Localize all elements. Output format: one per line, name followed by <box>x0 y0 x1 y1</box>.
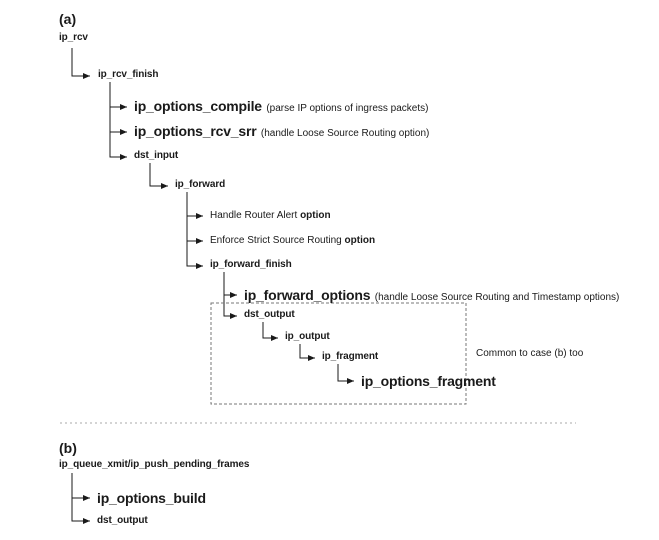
ip-forward-options-row: ip_forward_options (handle Loose Source … <box>244 288 619 304</box>
connector-ip-output <box>262 322 278 341</box>
ip-queue-xmit-label: ip_queue_xmit/ip_push_pending_frames <box>59 459 250 470</box>
connector-dst-output-b <box>71 498 90 524</box>
router-alert-keyword: option <box>300 210 331 221</box>
connector-ip-fragment <box>299 344 315 361</box>
connector-ip-forward-options <box>223 272 237 298</box>
ip-forward-options-note: (handle Loose Source Routing and Timesta… <box>374 292 620 303</box>
router-alert-text: Handle Router Alert <box>210 210 298 221</box>
ip-fragment-label: ip_fragment <box>322 351 379 362</box>
common-path-box <box>210 302 467 405</box>
ip-options-rcv-srr-note: (handle Loose Source Routing option) <box>260 128 430 139</box>
connector-ip-options-rcv-srr <box>109 107 127 135</box>
ip-forward-label: ip_forward <box>175 179 226 190</box>
ip-options-build-label: ip_options_build <box>97 490 206 506</box>
common-to-case-b-note: Common to case (b) too <box>476 348 584 359</box>
ip-options-rcv-srr-label: ip_options_rcv_srr <box>134 123 257 139</box>
connector-ip-forward <box>149 163 168 189</box>
connector-dst-output-a <box>223 295 237 319</box>
dst-input-label: dst_input <box>134 150 179 161</box>
ip-options-fragment-label: ip_options_fragment <box>361 373 496 389</box>
connector-dst-input <box>109 132 127 160</box>
ip-options-compile-label: ip_options_compile <box>134 98 262 114</box>
connector-ip-options-fragment <box>337 364 354 384</box>
dst-output-label-b: dst_output <box>97 515 148 526</box>
strict-srr-row: Enforce Strict Source Routing option <box>210 236 375 246</box>
connector-ip-options-compile <box>109 82 127 110</box>
ip-output-label: ip_output <box>285 331 330 342</box>
ip-rcv-label: ip_rcv <box>59 32 88 43</box>
strict-srr-keyword: option <box>344 235 376 246</box>
connector-ip-forward-finish <box>186 241 203 269</box>
ip-options-rcv-srr-row: ip_options_rcv_srr (handle Loose Source … <box>134 124 429 140</box>
connector-router-alert <box>186 192 203 219</box>
section-b-label: (b) <box>59 440 77 456</box>
ip-forward-options-label: ip_forward_options <box>244 287 371 303</box>
ip-options-compile-row: ip_options_compile (parse IP options of … <box>134 99 428 115</box>
strict-srr-text: Enforce Strict Source Routing <box>210 235 342 246</box>
connector-strict-srr <box>186 216 203 244</box>
ip-rcv-finish-label: ip_rcv_finish <box>98 69 159 80</box>
connector-ip-rcv-finish <box>71 48 90 79</box>
ip-forward-finish-label: ip_forward_finish <box>210 259 292 270</box>
dst-output-label-a: dst_output <box>244 309 295 320</box>
connector-ip-options-build <box>71 473 90 501</box>
section-a-label: (a) <box>59 11 77 27</box>
router-alert-row: Handle Router Alert option <box>210 211 331 221</box>
ip-options-compile-note: (parse IP options of ingress packets) <box>266 103 429 114</box>
